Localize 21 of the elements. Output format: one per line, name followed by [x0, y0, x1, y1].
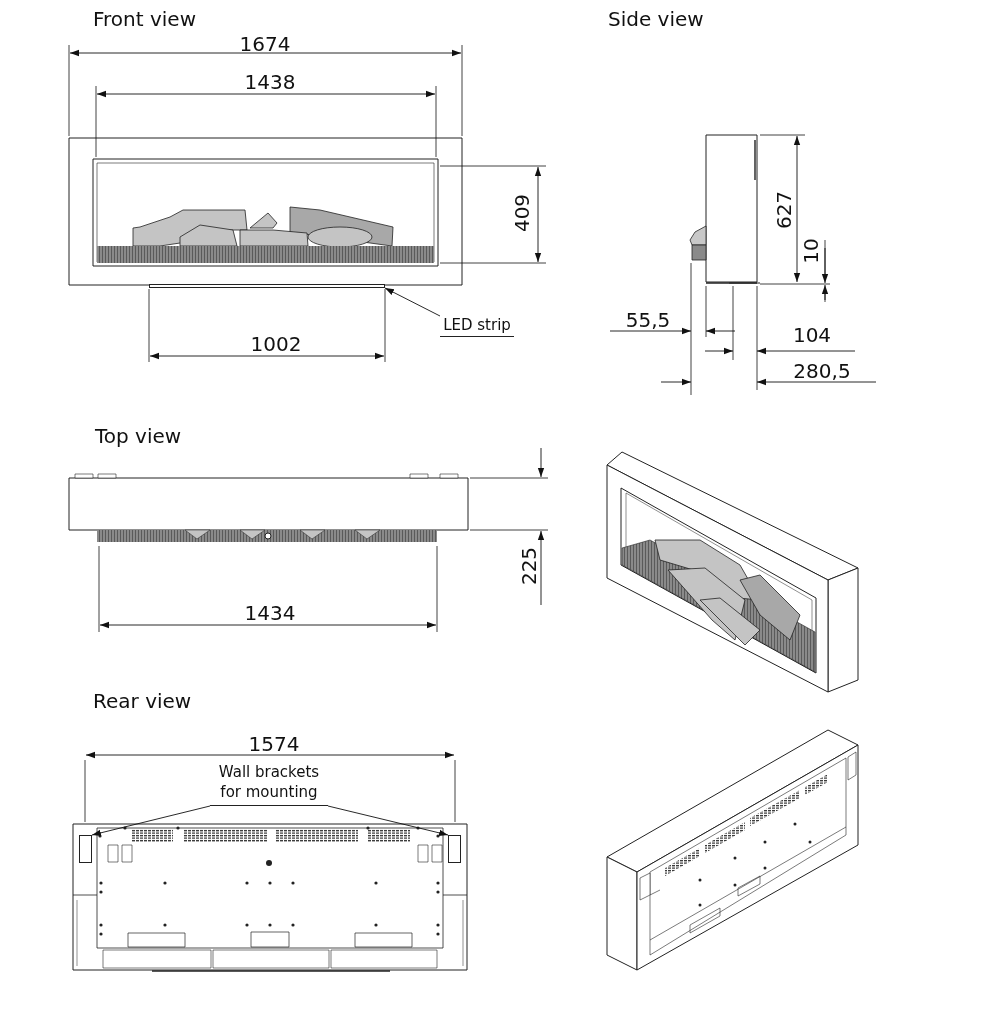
- dimension-value: 225: [517, 546, 541, 586]
- dimension-value: 1002: [250, 332, 302, 356]
- view-title: Front view: [93, 7, 196, 31]
- callout-label: LED strip: [440, 316, 514, 337]
- dimension-value: 1434: [244, 601, 296, 625]
- view-title: Side view: [608, 7, 704, 31]
- dimension-value: 1438: [244, 70, 296, 94]
- dimension-value: 10: [799, 238, 823, 264]
- dimension-value: 409: [510, 193, 534, 233]
- led-strip-bar: [149, 284, 385, 288]
- dimension-value: 1574: [248, 732, 300, 756]
- dimension-value: 280,5: [793, 359, 851, 383]
- callout-label: Wall brackets for mounting: [210, 763, 328, 806]
- wall-bracket: [448, 835, 461, 863]
- dimension-value: 627: [772, 190, 796, 230]
- dimension-value: 104: [792, 323, 832, 347]
- dimension-value: 55,5: [625, 308, 671, 332]
- view-title: Top view: [95, 424, 182, 448]
- dimension-value: 1674: [239, 32, 291, 56]
- view-title: Rear view: [93, 689, 192, 713]
- wall-bracket: [79, 835, 92, 863]
